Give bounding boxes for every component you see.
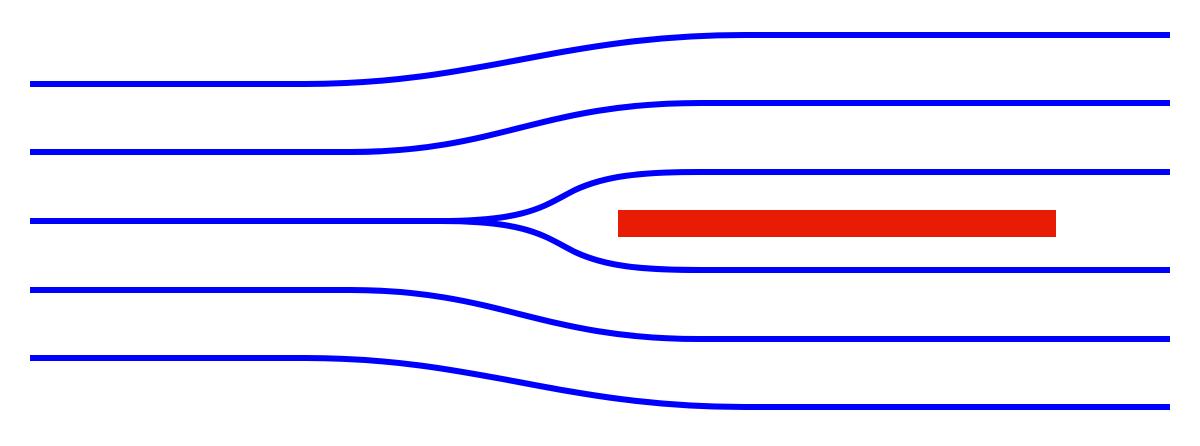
flat-plate <box>618 210 1056 237</box>
streamline-3-lower <box>439 218 1170 273</box>
streamline-2 <box>30 100 1170 155</box>
streamline-4 <box>30 287 1170 342</box>
streamline-5 <box>30 355 1170 410</box>
streamline-3-upper <box>30 169 1170 224</box>
streamline-1 <box>30 32 1170 87</box>
